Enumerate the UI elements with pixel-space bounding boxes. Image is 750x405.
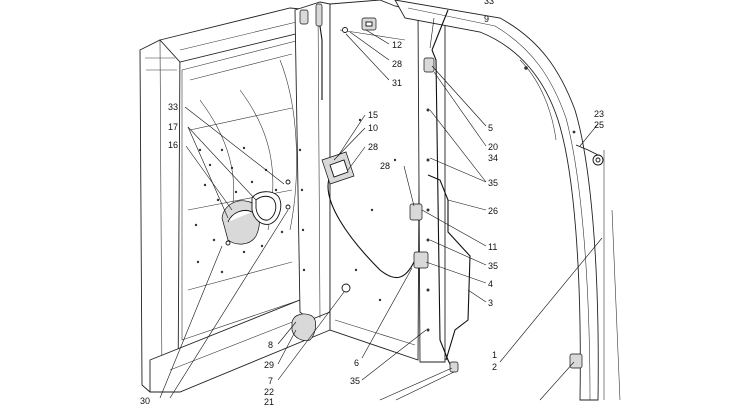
callout-1: 1	[492, 350, 497, 360]
part-switch-12	[361, 17, 377, 31]
callout-34: 34	[488, 153, 498, 163]
callout-5: 5	[488, 123, 493, 133]
part-fixing-23	[575, 144, 604, 166]
callout-9: 9	[484, 14, 489, 24]
part-grommet-7	[341, 283, 351, 293]
callout-25: 25	[594, 120, 604, 130]
part-relay-15	[321, 151, 355, 185]
callout-labels: 33 9 12 28 31 17 16 15 10 28 28 5 20 34 …	[140, 0, 604, 405]
callout-16: 16	[168, 140, 178, 150]
callout-28: 28	[392, 59, 402, 69]
callout-8: 8	[268, 340, 273, 350]
part-gasket-17	[251, 191, 282, 225]
callout-22: 22	[264, 387, 274, 397]
callout-11: 11	[488, 242, 497, 252]
callout-21: 21	[264, 397, 274, 405]
callout-15: 15	[368, 110, 378, 120]
callout-23: 23	[594, 109, 604, 119]
callout-3: 3	[488, 298, 493, 308]
part-clip-9	[423, 57, 435, 73]
callout-28: 28	[368, 142, 378, 152]
part-connector-4	[413, 251, 429, 269]
part-fixing-lower	[449, 353, 583, 373]
callout-17: 17	[168, 122, 178, 132]
part-light-8	[291, 313, 316, 341]
callout-7: 7	[268, 376, 273, 386]
part-bracket-26	[409, 203, 423, 221]
callout-2: 2	[492, 362, 497, 372]
cab-rear-panel	[329, 0, 446, 363]
callout-31: 31	[392, 78, 402, 88]
callout-6: 6	[354, 358, 359, 368]
callout-33-top: 33	[484, 0, 494, 6]
callout-35: 35	[350, 376, 360, 386]
callout-26: 26	[488, 206, 498, 216]
wiring-harness	[317, 9, 471, 369]
leader-lines	[159, 17, 603, 401]
callout-4: 4	[488, 279, 493, 289]
cab-door-frame	[394, 0, 621, 401]
part-screw-31	[342, 27, 348, 33]
callout-35: 35	[488, 261, 498, 271]
callout-10: 10	[368, 123, 378, 133]
callout-30: 30	[140, 396, 150, 405]
part-top-connector	[299, 3, 323, 27]
callout-29: 29	[264, 360, 274, 370]
callout-28: 28	[380, 161, 390, 171]
callout-33: 33	[168, 102, 178, 112]
part-screw-33	[285, 179, 291, 210]
callout-20: 20	[488, 142, 498, 152]
callout-35: 35	[488, 178, 498, 188]
callout-12: 12	[392, 40, 402, 50]
